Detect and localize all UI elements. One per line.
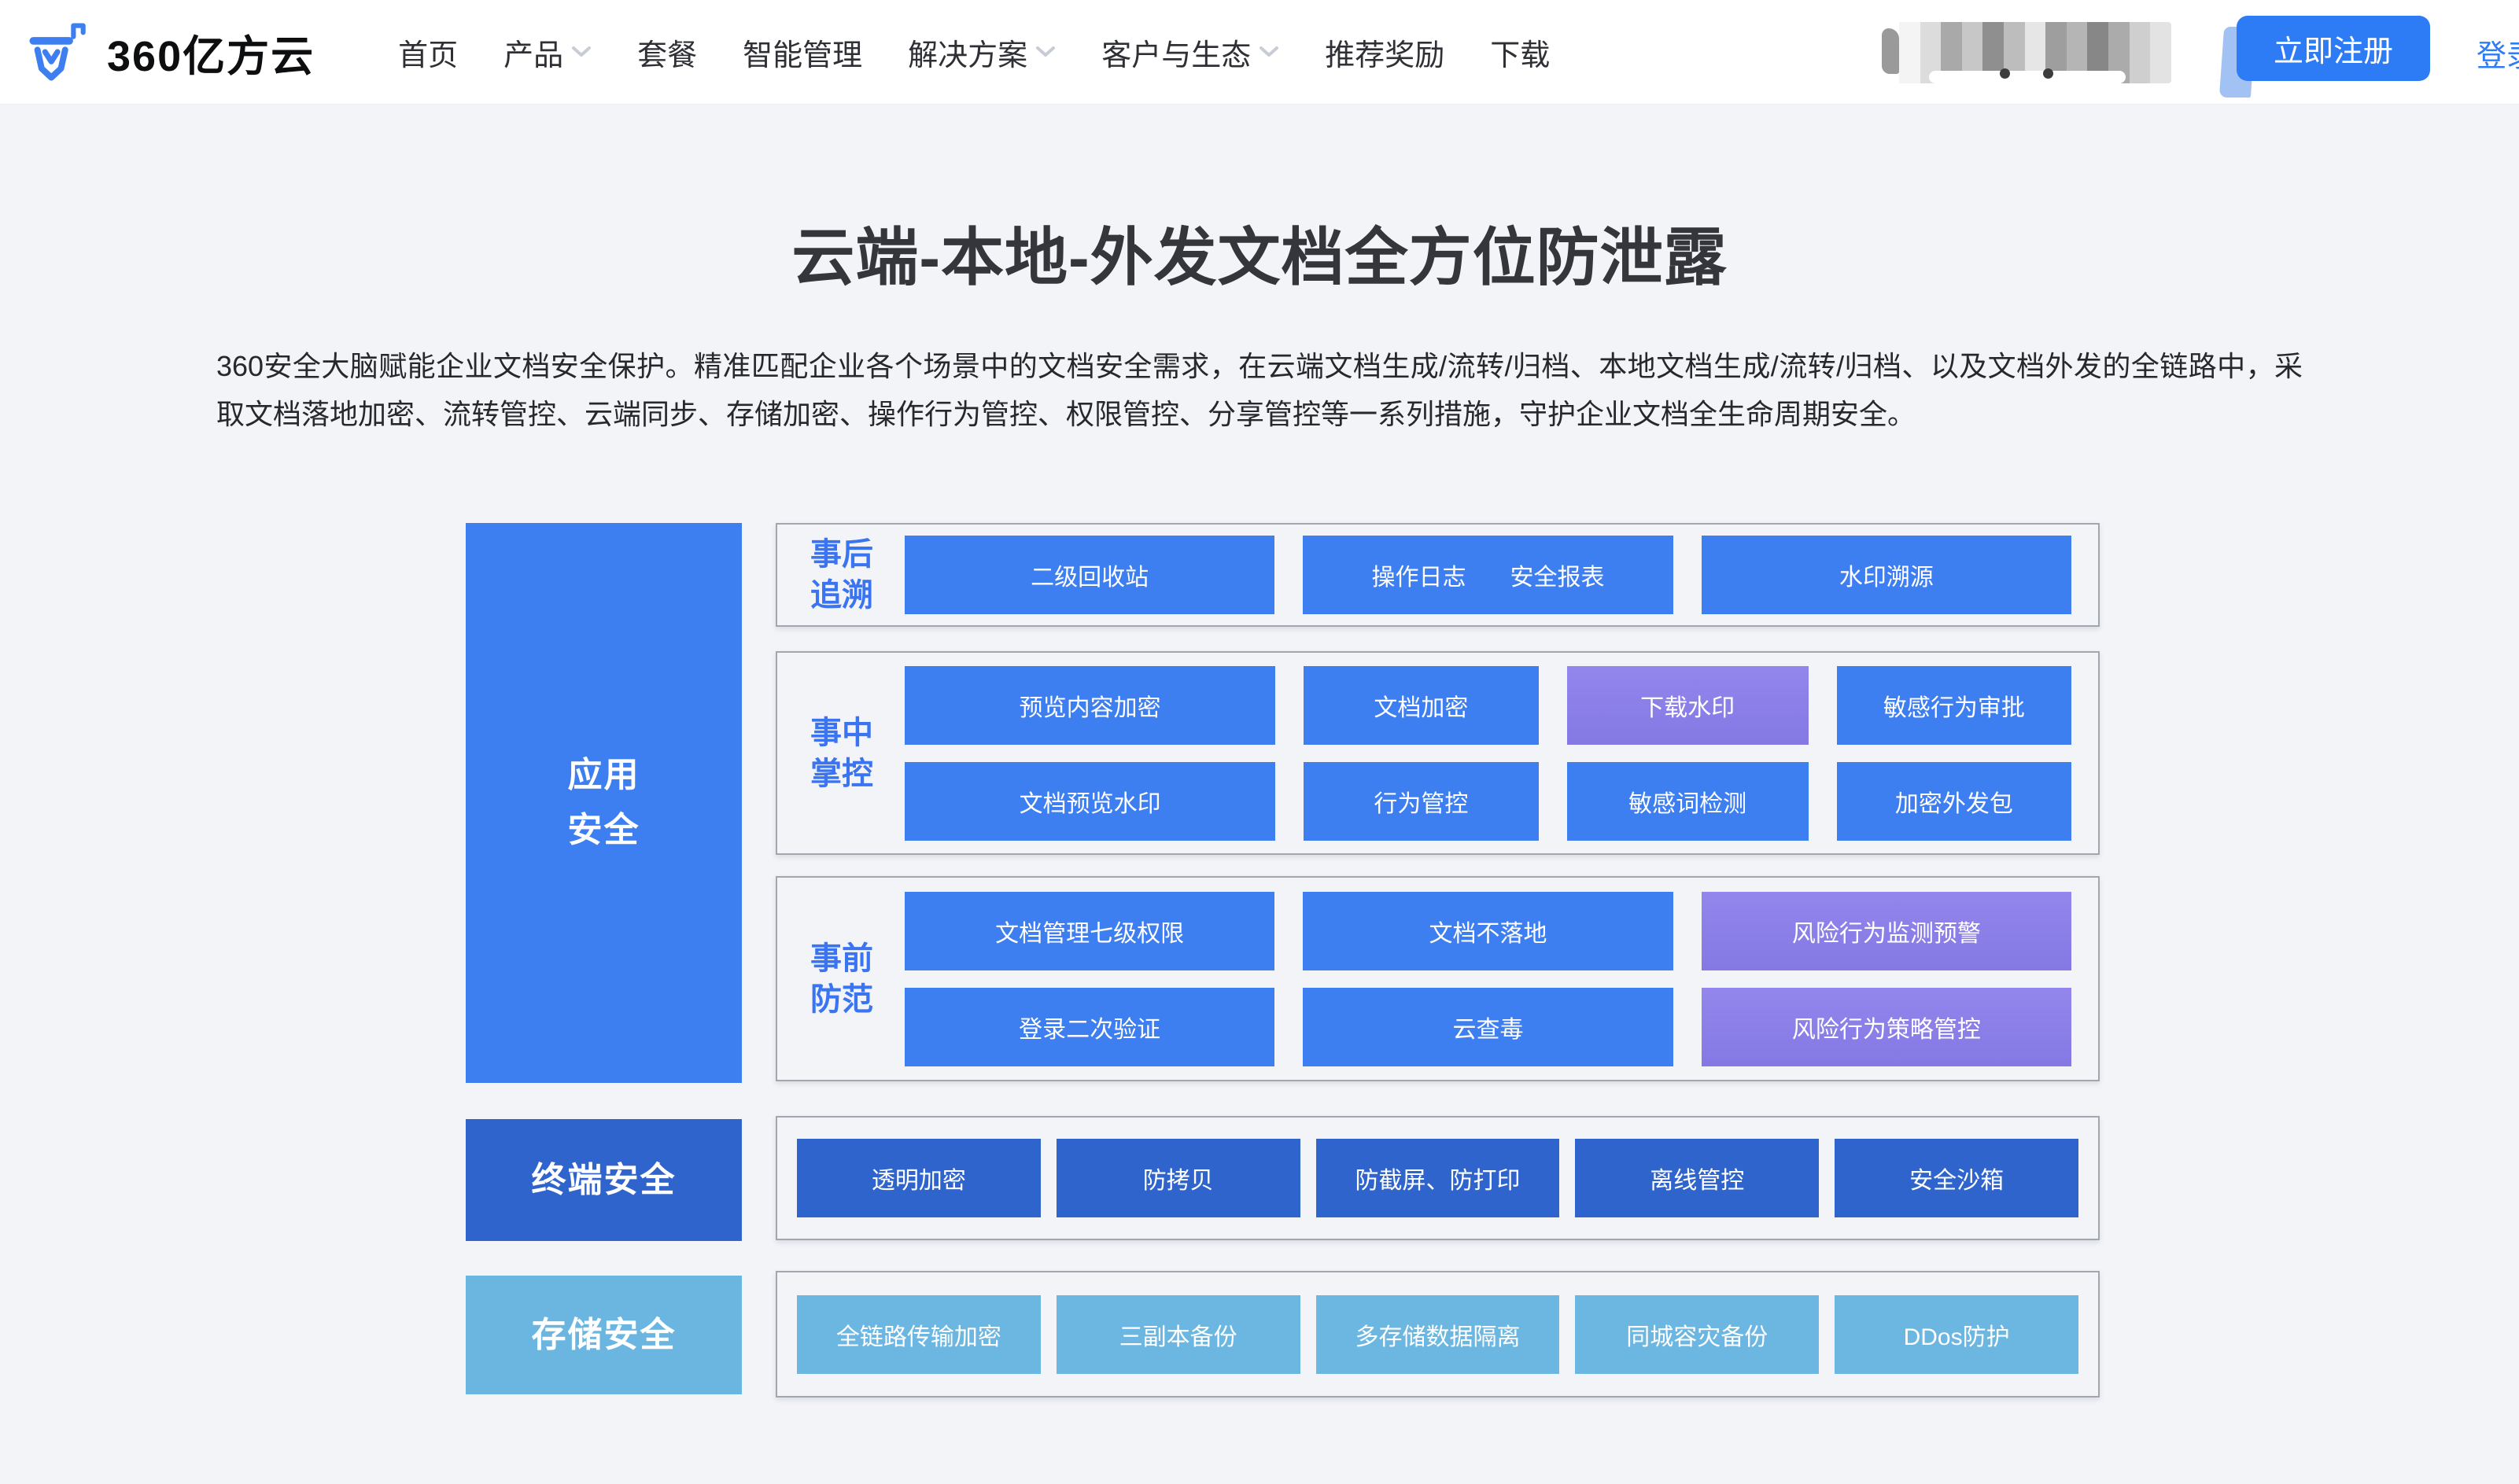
page-description: 360安全大脑赋能企业文档安全保护。精准匹配企业各个场景中的文档安全需求，在云端… [216,350,2303,430]
brand-logo-text: 360亿方云 [107,32,315,80]
chevron-down-icon [571,45,592,59]
nav-item-solutions[interactable]: 解决方案 [908,31,1056,74]
terminal-security-group: 透明加密 防拷贝 防截屏、防打印 离线管控 安全沙箱 [776,1116,2100,1240]
register-button[interactable]: 立即注册 [2237,16,2430,81]
feature-tile: 云查毒 [1303,987,1673,1066]
feature-tile: 防拷贝 [1056,1139,1300,1217]
nav-item-download[interactable]: 下载 [1490,39,1551,72]
nav-item-home[interactable]: 首页 [398,39,459,72]
nav-item-referral-rewards[interactable]: 推荐奖励 [1325,39,1445,72]
feature-tile: 行为管控 [1304,761,1539,841]
during-control-group: 事中 掌控 预览内容加密 文档加密 下载水印 敏感行为审批 文档预览水印 行为管… [776,651,2100,855]
blurred-phone-number [1882,22,2171,83]
feature-tile: 多存储数据隔离 [1315,1294,1560,1374]
diagram-left-column: 应用 安全 终端安全 存储安全 [466,523,742,1397]
nav-item-products[interactable]: 产品 [503,31,592,74]
main-nav: 首页 产品 套餐 智能管理 解决方案 客户与生态 推荐奖励 [398,31,1550,74]
feature-tile: 防截屏、防打印 [1315,1139,1560,1217]
feature-tile: 全链路传输加密 [797,1294,1041,1374]
login-link[interactable]: 登录 [2477,40,2519,73]
nav-item-smart-management[interactable]: 智能管理 [743,39,863,72]
nav-item-plans[interactable]: 套餐 [637,39,698,72]
feature-tile: 三副本备份 [1056,1294,1300,1374]
feature-tile: 文档不落地 [1303,891,1673,970]
feature-tile: 文档管理七级权限 [905,891,1275,970]
feature-tile: 二级回收站 [905,536,1275,614]
feature-tile: 水印溯源 [1701,536,2071,614]
storage-security-group: 全链路传输加密 三副本备份 多存储数据隔离 同城容灾备份 DDos防护 [776,1271,2100,1397]
top-nav-bar: 360亿方云 首页 产品 套餐 智能管理 解决方案 客户与生态 [0,0,2519,105]
feature-tile: 敏感行为审批 [1836,665,2071,745]
brand-logo-icon [29,23,86,81]
after-tracing-group: 事后 追溯 二级回收站 操作日志 安全报表 水印溯源 [776,523,2100,627]
feature-tile: 风险行为策略管控 [1701,987,2071,1066]
page-title: 云端-本地-外发文档全方位防泄露 [791,223,1728,293]
chevron-down-icon [1259,45,1279,59]
before-prevention-group: 事前 防范 文档管理七级权限 文档不落地 风险行为监测预警 登录二次验证 云查毒… [776,876,2100,1081]
feature-tile: 风险行为监测预警 [1701,891,2071,970]
before-prevention-group-label: 事前 防范 [810,941,873,1017]
feature-tile: 操作日志 安全报表 [1303,536,1673,614]
chevron-down-icon [1035,45,1056,59]
feature-tile: 预览内容加密 [905,665,1276,745]
feature-tile: 加密外发包 [1836,761,2071,841]
storage-security-label: 存储安全 [466,1276,742,1394]
diagram-right-column: 事后 追溯 二级回收站 操作日志 安全报表 水印溯源 事中 掌控 [776,523,2100,1397]
app-security-label: 应用 安全 [466,523,742,1083]
feature-tile: 文档预览水印 [905,761,1276,841]
feature-tile: 透明加密 [797,1139,1041,1217]
during-control-group-label: 事中 掌控 [810,715,873,791]
feature-tile: 同城容灾备份 [1575,1294,1820,1374]
terminal-security-label: 终端安全 [466,1119,742,1241]
after-tracing-group-label: 事后 追溯 [810,537,873,613]
feature-tile: 下载水印 [1566,665,1809,745]
feature-tile: 安全沙箱 [1835,1139,2078,1217]
security-architecture-diagram: 应用 安全 终端安全 存储安全 事后 追溯 二级回收站 操作日志 安全报表 [466,523,2100,1397]
brand-logo[interactable]: 360亿方云 [24,15,315,89]
blurred-phone-icon [1882,28,1899,74]
feature-tile: 敏感词检测 [1566,761,1809,841]
feature-tile: 离线管控 [1575,1139,1820,1217]
feature-tile: 文档加密 [1304,665,1539,745]
feature-tile: 登录二次验证 [905,987,1275,1066]
feature-tile: DDos防护 [1835,1294,2078,1374]
nav-item-customers-ecosystem[interactable]: 客户与生态 [1101,31,1279,74]
